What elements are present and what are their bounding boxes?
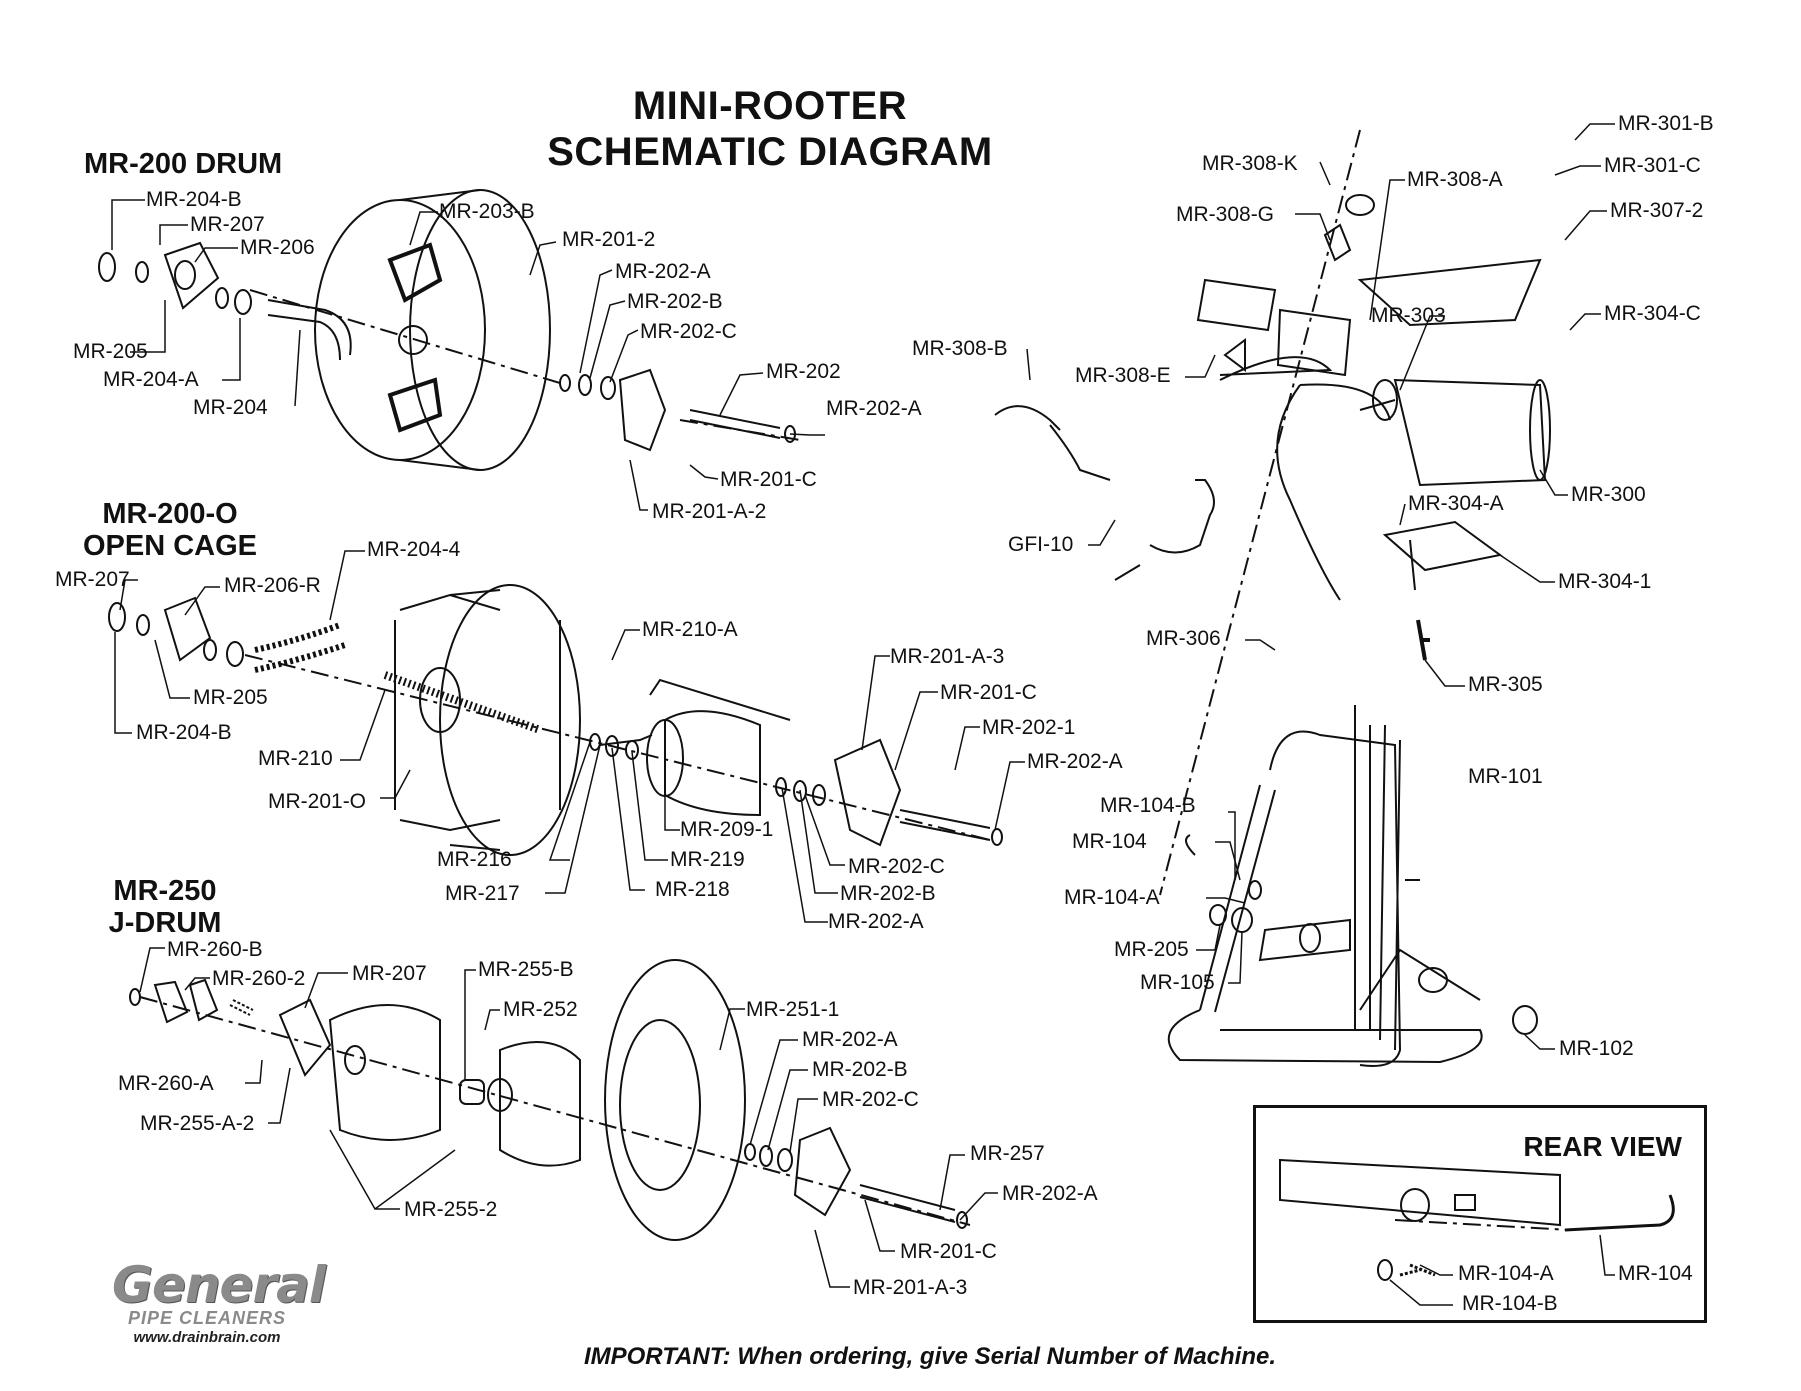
part-label: MR-207 — [55, 568, 130, 591]
part-label: MR-300 — [1571, 483, 1646, 506]
part-label: MR-201-C — [940, 681, 1037, 704]
part-label: MR-201-2 — [562, 228, 656, 251]
part-label: MR-203-B — [439, 200, 535, 223]
part-label: MR-202-B — [812, 1058, 908, 1081]
part-label: MR-202-B — [840, 882, 936, 905]
part-label: GFI-10 — [1008, 533, 1074, 556]
part-label: MR-303 — [1371, 304, 1446, 327]
part-label: MR-204 — [193, 396, 268, 419]
part-label: MR-210 — [258, 747, 333, 770]
part-label: MR-255-2 — [404, 1198, 498, 1221]
part-label: MR-304-C — [1604, 302, 1701, 325]
part-label: MR-219 — [670, 848, 745, 871]
part-label: MR-204-A — [103, 368, 199, 391]
part-label: MR-201-A-3 — [853, 1276, 968, 1299]
general-pipe-cleaners-logo: General PIPE CLEANERS www.drainbrain.com — [112, 1256, 326, 1346]
part-label: MR-218 — [655, 878, 730, 901]
part-label: MR-104-B — [1100, 794, 1196, 817]
part-label: MR-205 — [73, 340, 148, 363]
part-label: MR-202-C — [822, 1088, 919, 1111]
section-jdrum-heading-1: MR-250 — [113, 875, 217, 907]
section-open-cage-heading-2: OPEN CAGE — [82, 530, 258, 562]
part-label: MR-202-A — [1002, 1182, 1098, 1205]
section-open-cage-heading-1: MR-200-O — [102, 498, 238, 530]
rear-view-inset — [1253, 1105, 1707, 1323]
part-label: MR-301-B — [1618, 112, 1714, 135]
part-label: MR-202-A — [828, 910, 924, 933]
part-label: MR-209-1 — [680, 818, 774, 841]
part-label: MR-202-1 — [982, 716, 1076, 739]
part-label: MR-308-G — [1176, 203, 1275, 226]
part-label: MR-205 — [1114, 938, 1189, 961]
part-label: MR-104 — [1072, 830, 1147, 853]
part-label: MR-201-A-3 — [890, 645, 1005, 668]
motor-and-frame-parts — [994, 129, 1551, 1067]
part-label: MR-201-C — [900, 1240, 997, 1263]
part-label: MR-201-C — [720, 468, 817, 491]
part-label: MR-202-A — [802, 1028, 898, 1051]
part-label: MR-308-A — [1407, 168, 1503, 191]
leader-lines — [111, 123, 1615, 1306]
part-label: MR-204-4 — [367, 538, 461, 561]
diagram-title-line2: SCHEMATIC DIAGRAM — [547, 130, 993, 174]
rear-view-title: REAR VIEW — [1523, 1131, 1682, 1162]
rear-view-parts — [1279, 1158, 1675, 1281]
part-label: MR-307-2 — [1610, 199, 1704, 222]
part-label: MR-105 — [1140, 971, 1215, 994]
part-label: MR-251-1 — [746, 998, 840, 1021]
logo-name: General — [112, 1256, 326, 1314]
part-label: MR-260-A — [118, 1072, 214, 1095]
part-label: MR-206 — [240, 236, 315, 259]
part-label: MR-301-C — [1604, 154, 1701, 177]
part-label: MR-201-O — [268, 790, 367, 813]
part-label: MR-104-B — [1462, 1292, 1558, 1315]
section-jdrum-heading-2: J-DRUM — [108, 907, 222, 939]
part-label: MR-201-A-2 — [652, 500, 767, 523]
ordering-notice: IMPORTANT: When ordering, give Serial Nu… — [583, 1343, 1277, 1370]
logo-tagline: PIPE CLEANERS — [127, 1308, 287, 1328]
part-label: MR-101 — [1468, 765, 1543, 788]
part-label: MR-205 — [193, 686, 268, 709]
part-label: MR-257 — [970, 1142, 1045, 1165]
part-label: MR-216 — [437, 848, 512, 871]
part-label: MR-104-A — [1458, 1262, 1554, 1285]
part-label: MR-204-B — [146, 188, 242, 211]
logo-url: www.drainbrain.com — [133, 1329, 281, 1346]
section-drum-heading: MR-200 DRUM — [84, 148, 283, 180]
part-label: MR-204-B — [136, 721, 232, 744]
part-label: MR-104 — [1618, 1262, 1693, 1285]
part-label: MR-206-R — [224, 574, 321, 597]
mr-200-drum-parts — [98, 189, 801, 471]
part-label: MR-304-A — [1408, 492, 1504, 515]
part-label: MR-210-A — [642, 618, 738, 641]
part-label: MR-202-C — [848, 855, 945, 878]
part-label: MR-202-A — [826, 397, 922, 420]
mr-200-o-parts — [108, 584, 1003, 856]
part-label: MR-202 — [766, 360, 841, 383]
part-label: MR-255-A-2 — [140, 1112, 255, 1135]
part-label: MR-255-B — [478, 958, 574, 981]
part-label: MR-260-B — [167, 938, 263, 961]
part-label: MR-305 — [1468, 673, 1543, 696]
part-label: MR-308-K — [1202, 152, 1298, 175]
part-label: MR-207 — [190, 213, 265, 236]
part-label: MR-202-B — [627, 290, 723, 313]
part-label: MR-308-B — [912, 337, 1008, 360]
part-label: MR-306 — [1146, 627, 1221, 650]
part-label: MR-102 — [1559, 1037, 1634, 1060]
part-label: MR-202-A — [1027, 750, 1123, 773]
part-label: MR-252 — [503, 998, 578, 1021]
part-label: MR-260-2 — [212, 967, 306, 990]
part-label: MR-217 — [445, 882, 520, 905]
part-label: MR-202-A — [615, 260, 711, 283]
diagram-title-line1: MINI-ROOTER — [632, 84, 908, 128]
part-label: MR-304-1 — [1558, 570, 1652, 593]
part-label: MR-308-E — [1075, 364, 1171, 387]
part-label: MR-207 — [352, 962, 427, 985]
part-label: MR-202-C — [640, 320, 737, 343]
part-label: MR-104-A — [1064, 886, 1160, 909]
